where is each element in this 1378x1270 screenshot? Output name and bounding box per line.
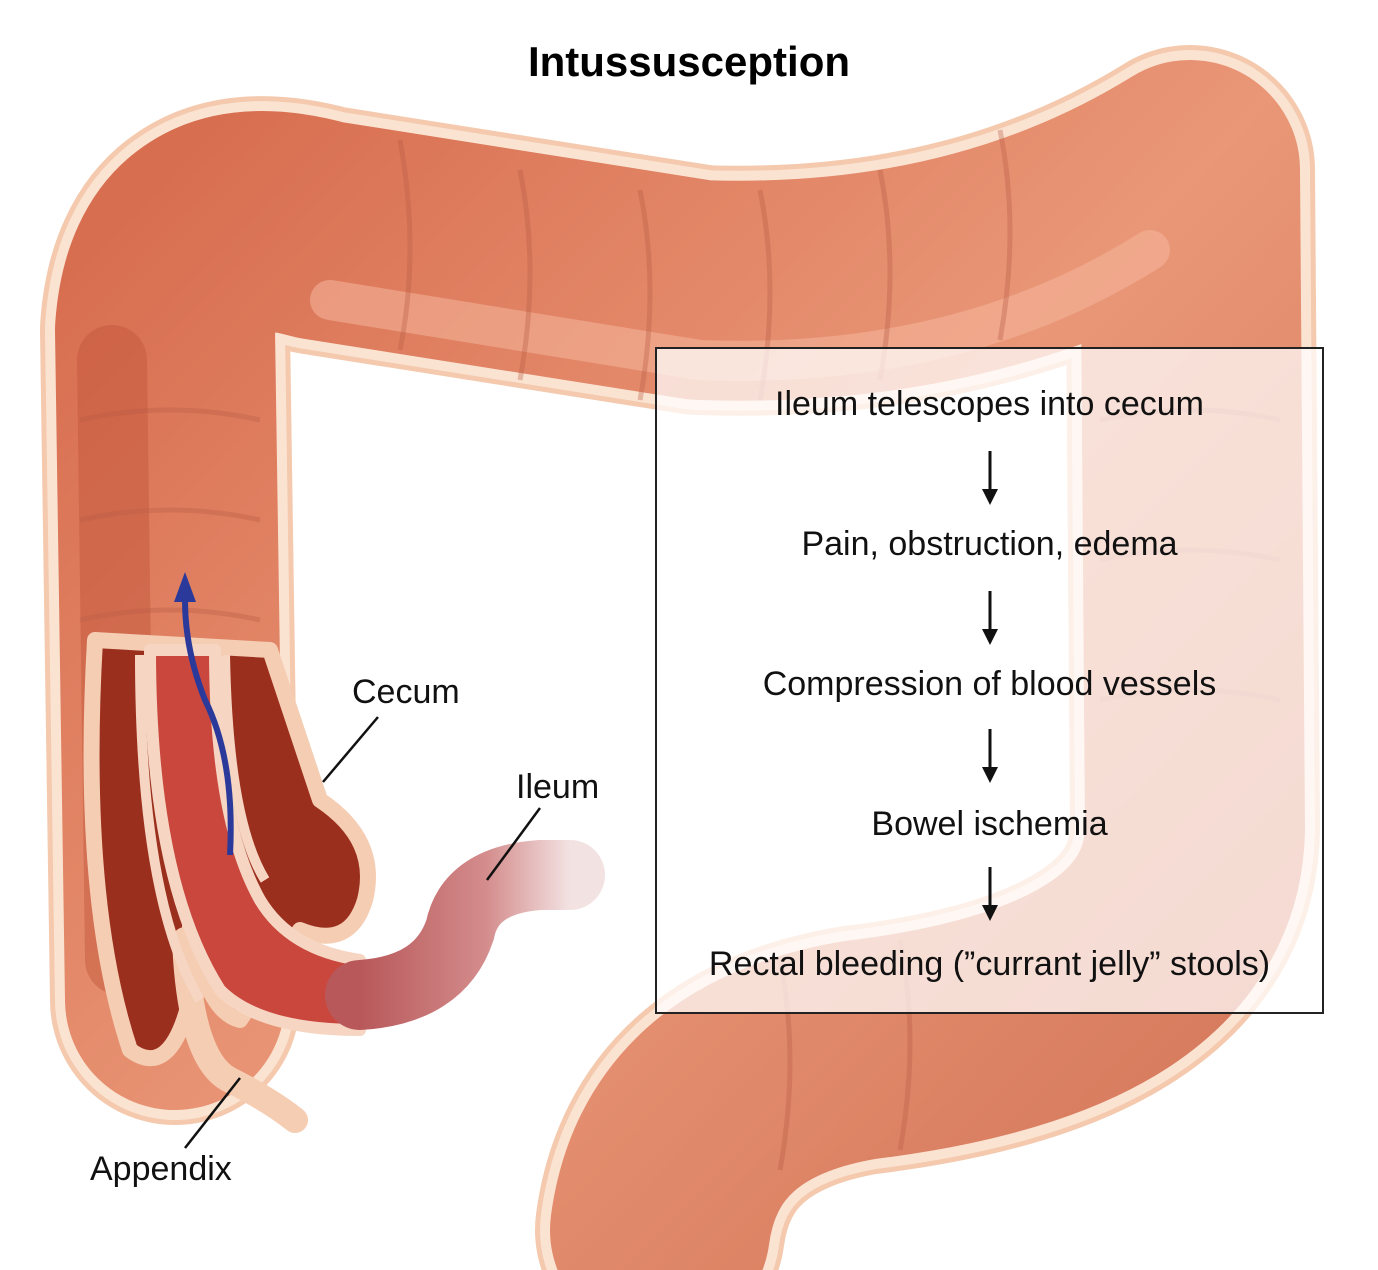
large-intestine [40, 45, 1320, 1270]
down-arrow-icon [981, 591, 998, 645]
pathophysiology-flow-box: Ileum telescopes into cecum Pain, obstru… [655, 347, 1324, 1014]
ileum-label: Ileum [516, 768, 600, 806]
down-arrow-icon [981, 729, 998, 783]
appendix-leader-line [184, 1077, 241, 1149]
appendix-label: Appendix [90, 1150, 232, 1188]
telescoping-direction-arrow [174, 572, 234, 856]
down-arrow-icon [981, 451, 998, 505]
flow-step-4: Bowel ischemia [871, 805, 1108, 843]
flow-step-1: Ileum telescopes into cecum [775, 385, 1204, 423]
cecum-label: Cecum [352, 673, 460, 711]
flow-step-5: Rectal bleeding (”currant jelly” stools) [708, 945, 1271, 983]
ileum-leader-line [485, 807, 542, 881]
down-arrow-icon [981, 867, 998, 921]
diagram-title: Intussusception [527, 38, 851, 85]
flow-step-2: Pain, obstruction, edema [801, 525, 1178, 563]
appendix-shape [172, 927, 308, 1133]
flow-step-3: Compression of blood vessels [762, 665, 1217, 703]
cecum-leader-line [322, 716, 379, 783]
ileum-shape [325, 840, 605, 1030]
